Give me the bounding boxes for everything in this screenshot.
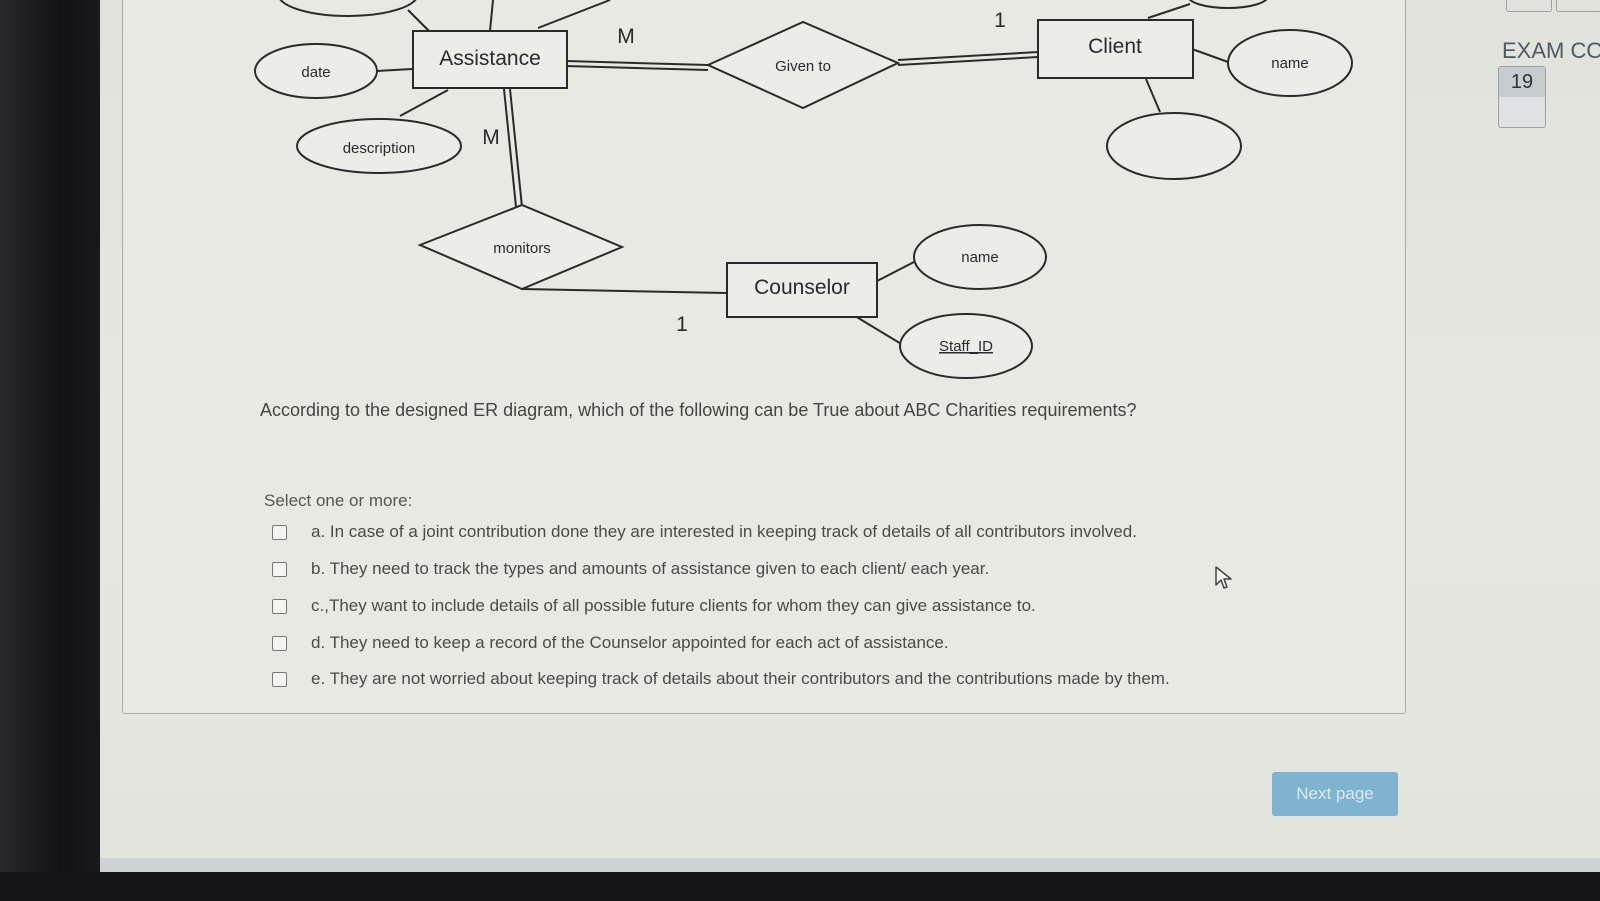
counselor-name-connector xyxy=(876,261,915,282)
option-e[interactable]: e. They are not worried about keeping tr… xyxy=(272,669,1170,689)
client-name-connector xyxy=(1191,48,1229,63)
option-c[interactable]: c.,They want to include details of all p… xyxy=(272,596,1036,616)
monitors-relationship xyxy=(417,203,625,291)
address-attribute xyxy=(1106,112,1242,180)
client-name-attribute xyxy=(1227,29,1353,97)
cardinality-monitors-assistance: M xyxy=(482,126,500,149)
checkbox[interactable] xyxy=(272,671,287,687)
cropped-attribute-ellipse xyxy=(279,0,417,17)
client-line xyxy=(897,56,1039,66)
option-label: b. They need to track the types and amou… xyxy=(311,559,990,578)
given-to-label: Given to xyxy=(775,58,831,75)
question-number: 19 xyxy=(1499,67,1545,97)
question-number-box[interactable]: 19 xyxy=(1498,66,1546,128)
staff-id-label: Staff_ID xyxy=(939,338,993,355)
counselor-name-attribute xyxy=(913,224,1047,290)
address-connector xyxy=(1145,78,1161,113)
exam-nav-box[interactable] xyxy=(1556,0,1600,12)
cardinality-monitors-counselor: 1 xyxy=(676,313,688,336)
option-label: d. They need to keep a record of the Cou… xyxy=(311,633,949,652)
exam-nav-box[interactable] xyxy=(1506,0,1552,12)
counselor-entity xyxy=(726,262,878,318)
assistance-entity xyxy=(412,30,568,89)
screen-bottom-bar xyxy=(100,858,1600,872)
checkbox[interactable] xyxy=(272,598,287,614)
option-label: e. They are not worried about keeping tr… xyxy=(311,669,1170,688)
option-d[interactable]: d. They need to keep a record of the Cou… xyxy=(272,633,949,653)
checkbox[interactable] xyxy=(272,561,287,577)
counselor-name-label: name xyxy=(961,249,999,266)
date-attribute xyxy=(254,43,378,99)
cropped-attribute-ellipse xyxy=(1188,0,1268,9)
select-prompt: Select one or more: xyxy=(264,491,413,510)
connector-line xyxy=(489,0,494,32)
staff-id-connector xyxy=(854,315,904,346)
description-label: description xyxy=(343,140,416,157)
date-connector xyxy=(376,68,413,72)
next-page-button[interactable]: Next page xyxy=(1272,772,1398,816)
staff-id-attribute xyxy=(899,313,1033,379)
option-b[interactable]: b. They need to track the types and amou… xyxy=(272,559,989,579)
given-to-line xyxy=(565,60,709,66)
option-a[interactable]: a. In case of a joint contribution done … xyxy=(272,522,1137,542)
option-label: c.,They want to include details of all p… xyxy=(311,596,1036,615)
client-entity xyxy=(1037,19,1194,79)
counselor-line xyxy=(521,288,728,294)
given-to-relationship xyxy=(705,20,901,110)
client-line xyxy=(897,51,1039,61)
er-diagram: Assistance Client Counselor Given to mon… xyxy=(254,0,1353,379)
cardinality-given-to-client: 1 xyxy=(994,9,1006,32)
connector-line xyxy=(407,9,431,33)
monitors-line xyxy=(503,88,517,208)
monitors-line xyxy=(509,88,523,208)
given-to-line xyxy=(565,65,709,71)
description-connector xyxy=(399,89,449,117)
question-text: According to the designed ER diagram, wh… xyxy=(260,400,1137,420)
monitors-label: monitors xyxy=(493,240,551,257)
connector-line xyxy=(1147,3,1191,19)
monitor-bezel-bottom xyxy=(0,872,1600,901)
cardinality-given-to-assistance: M xyxy=(617,25,635,48)
connector-line xyxy=(537,0,611,29)
client-label: Client xyxy=(1088,35,1142,58)
client-name-label: name xyxy=(1271,55,1309,72)
option-label: a. In case of a joint contribution done … xyxy=(311,522,1137,541)
monitor-bezel-left xyxy=(0,0,100,901)
assistance-label: Assistance xyxy=(439,47,541,70)
counselor-label: Counselor xyxy=(754,276,850,299)
description-attribute xyxy=(296,118,462,174)
mouse-pointer-icon xyxy=(1215,566,1232,589)
checkbox[interactable] xyxy=(272,524,287,540)
checkbox[interactable] xyxy=(272,635,287,651)
exam-panel-label: EXAM CO xyxy=(1502,38,1600,63)
date-label: date xyxy=(301,64,330,81)
